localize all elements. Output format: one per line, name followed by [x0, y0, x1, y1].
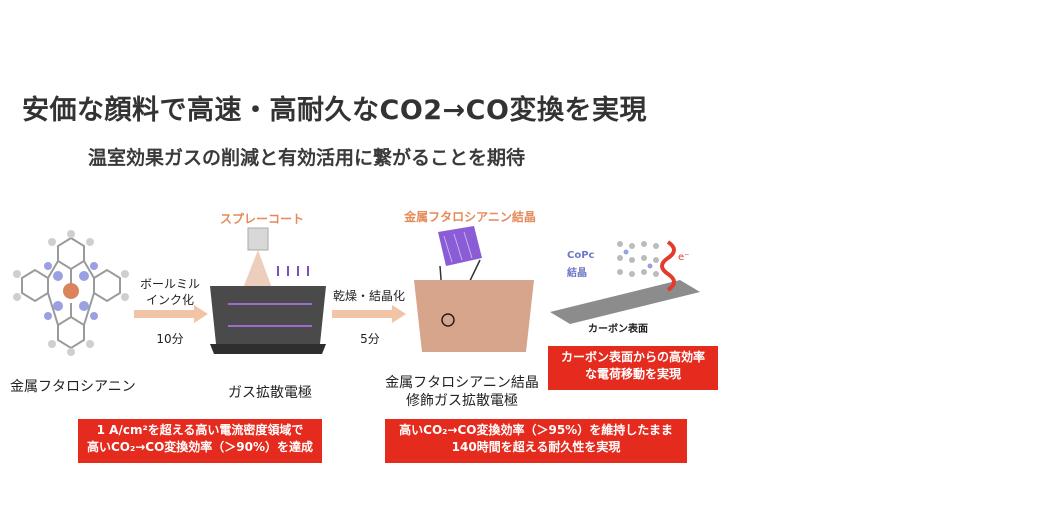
- crystal-electrode-icon: [414, 226, 534, 352]
- result-middle-line1: 高いCO₂→CO変換効率（＞95%）を維持したまま: [399, 423, 673, 437]
- arrow1-label-line1: ボールミル: [140, 277, 201, 291]
- result-right-line2: な電荷移動を実現: [584, 367, 681, 381]
- spray-coat-electrode-icon: [210, 227, 326, 354]
- cluster-label-line1: CoPc: [567, 250, 595, 261]
- result-middle-line2: 140時間を超える耐久性を実現: [451, 440, 621, 454]
- step2-top-label: スプレーコート: [219, 212, 304, 226]
- step2-caption: ガス拡散電極: [228, 385, 312, 401]
- result-box-right: カーボン表面からの高効率 な電荷移動を実現: [548, 346, 718, 390]
- arrow2-time: 5分: [360, 332, 380, 346]
- page-title: 安価な顔料で高速・高耐久なCO2→CO変換を実現: [22, 95, 647, 126]
- step3-caption-line2: 修飾ガス拡散電極: [406, 393, 518, 409]
- phthalocyanine-molecule-icon: [13, 230, 129, 356]
- step1-caption: 金属フタロシアニン: [10, 379, 136, 395]
- step3-caption-line1: 金属フタロシアニン結晶: [385, 375, 539, 391]
- surface-label: カーボン表面: [588, 324, 648, 335]
- page-subtitle: 温室効果ガスの削減と有効活用に繋がることを期待: [88, 147, 526, 169]
- process-arrow-icon: [332, 305, 406, 323]
- arrow2-label: 乾燥・結晶化: [332, 289, 405, 303]
- electron-label: e⁻: [678, 252, 690, 263]
- arrow1-time: 10分: [156, 332, 184, 346]
- process-arrow-icon: [134, 305, 208, 323]
- step3-top-label: 金属フタロシアニン結晶: [404, 210, 536, 224]
- arrow1-label-line2: インク化: [145, 293, 194, 307]
- result-left-line1: 1 A/cm²を超える高い電流密度領域で: [96, 423, 304, 437]
- result-box-middle: 高いCO₂→CO変換効率（＞95%）を維持したまま 140時間を超える耐久性を実…: [385, 419, 687, 463]
- result-right-line1: カーボン表面からの高効率: [560, 350, 705, 364]
- cluster-label-line2: 結晶: [567, 268, 587, 279]
- carbon-surface-icon: [550, 240, 700, 324]
- result-left-line2: 高いCO₂→CO変換効率（＞90%）を達成: [86, 440, 314, 454]
- result-box-left: 1 A/cm²を超える高い電流密度領域で 高いCO₂→CO変換効率（＞90%）を…: [78, 419, 322, 463]
